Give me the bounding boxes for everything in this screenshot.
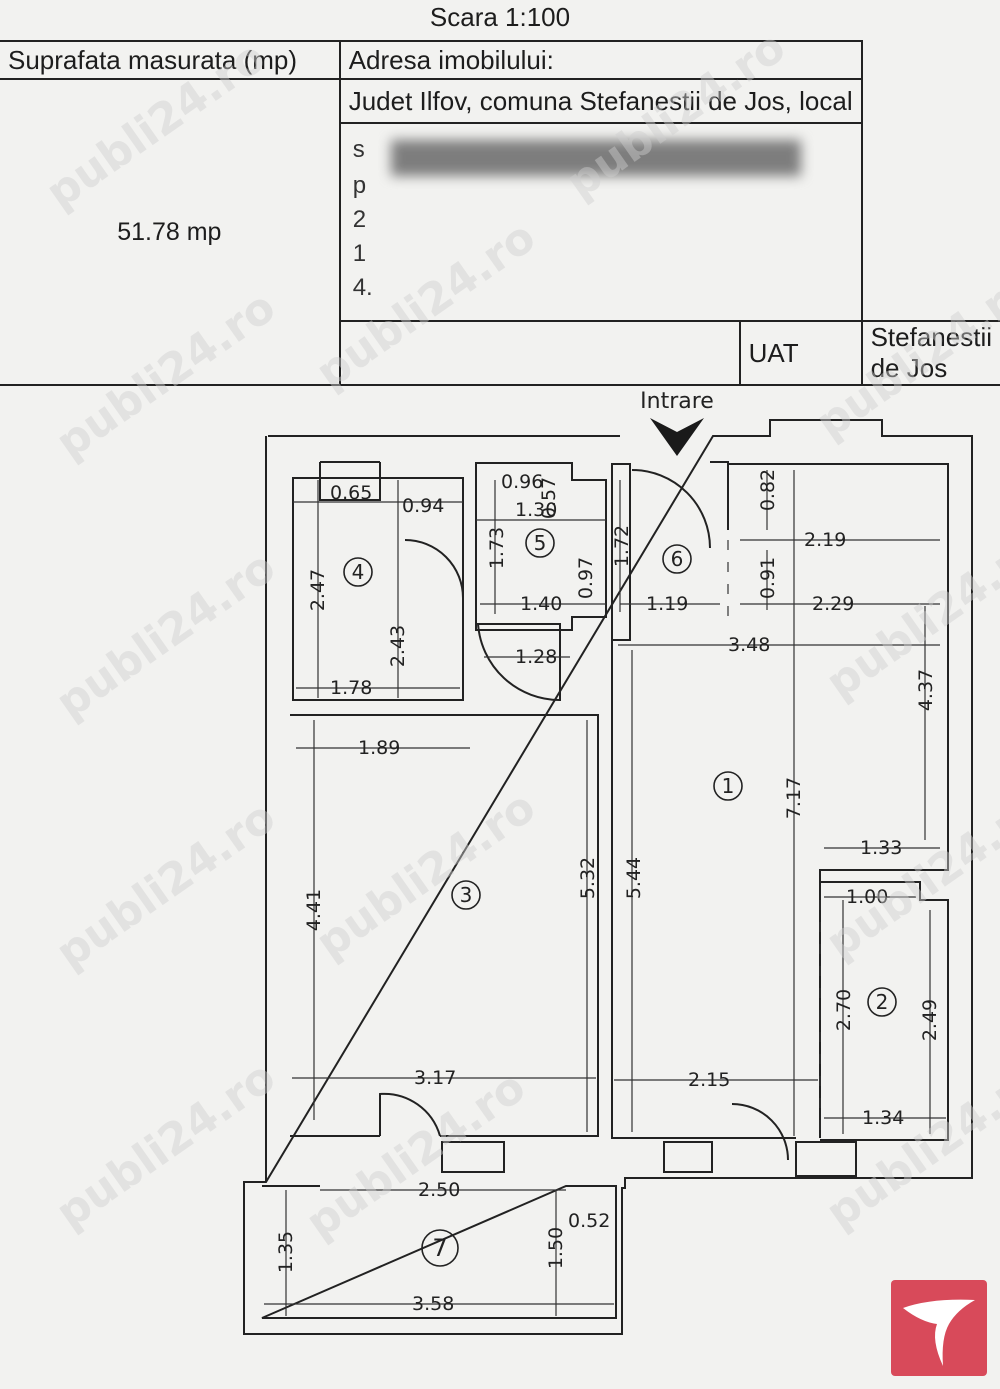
dimension-label: 1.00	[846, 886, 888, 908]
dimension-label: 7.17	[783, 777, 805, 819]
dimension-label: 2.29	[812, 593, 854, 615]
dimension-label: 1.72	[611, 525, 633, 567]
outer-wall	[243, 419, 973, 1335]
dimension-label: 1.50	[545, 1227, 567, 1269]
dimension-label: 2.19	[804, 529, 846, 551]
door-swing	[731, 1103, 789, 1161]
watermark: publi24.ro	[557, 21, 795, 209]
uat-label: UAT	[738, 320, 863, 386]
dimension-label: 1.40	[520, 593, 562, 615]
publi24-logo-icon[interactable]	[891, 1280, 987, 1376]
dimension-label: 0.94	[402, 495, 444, 517]
window	[663, 1141, 713, 1173]
address-line: Judet Ilfov, comuna Stefanestii de Jos, …	[338, 78, 863, 124]
room-2-walls	[820, 881, 949, 1141]
address-label: Adresa imobilului:	[338, 40, 863, 80]
watermark: publi24.ro	[297, 1061, 535, 1249]
dimension-label: 0.91	[757, 557, 779, 599]
room-number: 2	[876, 990, 889, 1014]
redacted-fragment: 2	[352, 206, 367, 233]
area-label: Suprafata masurata (mp)	[0, 40, 341, 80]
dimension-label: 5.32	[577, 857, 599, 899]
room-7-walls	[261, 1185, 617, 1319]
door-swing	[379, 1092, 441, 1137]
watermark: publi24.ro	[47, 281, 285, 469]
door-swing	[404, 539, 464, 599]
room-number: 5	[534, 531, 547, 555]
dimension-label: 4.41	[303, 889, 325, 931]
dimension-label: 1.73	[486, 527, 508, 569]
redacted-fragment: s	[352, 136, 365, 163]
watermark: publi24.ro	[37, 31, 275, 219]
dimension-label: 1.89	[358, 737, 400, 759]
dimension-label: 2.49	[919, 999, 941, 1041]
uat-value: Stefanestii de Jos	[860, 320, 1000, 386]
window	[795, 1141, 857, 1177]
watermark: publi24.ro	[47, 541, 285, 729]
room-number: 3	[460, 883, 473, 907]
redacted-address-block: s p 2 1 4.	[338, 122, 863, 322]
dimension-label: 2.50	[418, 1179, 460, 1201]
dimension-label: 1.78	[330, 677, 372, 699]
dimension-label: 0.96	[501, 471, 543, 493]
room-circle	[525, 528, 555, 558]
dimension-label: 0.65	[330, 482, 372, 504]
watermark: publi24.ro	[307, 211, 545, 399]
window	[441, 1141, 505, 1173]
entrance-label: Intrare	[640, 389, 714, 414]
dimension-label: 0.97	[575, 557, 597, 599]
watermark: publi24.ro	[307, 781, 545, 969]
dimension-label: 1.30	[515, 499, 557, 521]
room-circle	[421, 1229, 459, 1267]
room-3-walls	[290, 714, 599, 1137]
watermark: publi24.ro	[47, 791, 285, 979]
dimension-label: 0.82	[757, 469, 779, 511]
dimension-label: 2.15	[688, 1069, 730, 1091]
room-number: 4	[352, 560, 365, 584]
dimension-label: 2.47	[307, 569, 329, 611]
dimension-label: 0.57	[538, 477, 560, 519]
dimension-label: 3.48	[728, 634, 770, 656]
room-circle	[867, 987, 897, 1017]
area-value: 51.78 mp	[0, 78, 341, 386]
dimension-label: 1.28	[515, 646, 557, 668]
room-5-walls	[475, 462, 607, 631]
dimension-label: 2.43	[387, 625, 409, 667]
dimension-label: 4.37	[915, 669, 937, 711]
property-info-table: Suprafata masurata (mp) Adresa imobilulu…	[0, 40, 1000, 386]
dimension-label: 1.34	[862, 1107, 904, 1129]
dimension-label: 0.52	[568, 1210, 610, 1232]
dimension-label: 3.17	[414, 1067, 456, 1089]
dimension-label: 3.58	[412, 1293, 454, 1315]
room-circle	[713, 771, 743, 801]
watermark: publi24.ro	[807, 261, 1000, 449]
redacted-fragment: 1	[352, 240, 367, 267]
dimension-label: 5.44	[623, 857, 645, 899]
entrance-arrow-icon	[650, 418, 704, 456]
room-number: 6	[671, 547, 684, 571]
dimension-label: 2.70	[833, 989, 855, 1031]
scale-label: Scara 1:100	[429, 2, 571, 32]
room-number: 1	[722, 774, 735, 798]
dimension-label: 1.19	[646, 593, 688, 615]
room-circle	[451, 880, 481, 910]
dimension-label: 1.35	[275, 1231, 297, 1273]
redacted-fragment: p	[352, 172, 367, 199]
dimension-label: 1.33	[860, 837, 902, 859]
redaction-blur	[390, 140, 801, 176]
room-4-inner	[319, 461, 381, 501]
room-6-walls	[611, 461, 729, 641]
room-circle	[662, 544, 692, 574]
room-1-walls	[611, 463, 949, 1139]
room-number: 7	[432, 1234, 447, 1262]
door-swing	[476, 623, 561, 702]
room-circle	[343, 557, 373, 587]
door-swing	[631, 469, 711, 549]
redacted-fragment: 4.	[352, 274, 373, 301]
watermark: publi24.ro	[47, 1051, 285, 1239]
